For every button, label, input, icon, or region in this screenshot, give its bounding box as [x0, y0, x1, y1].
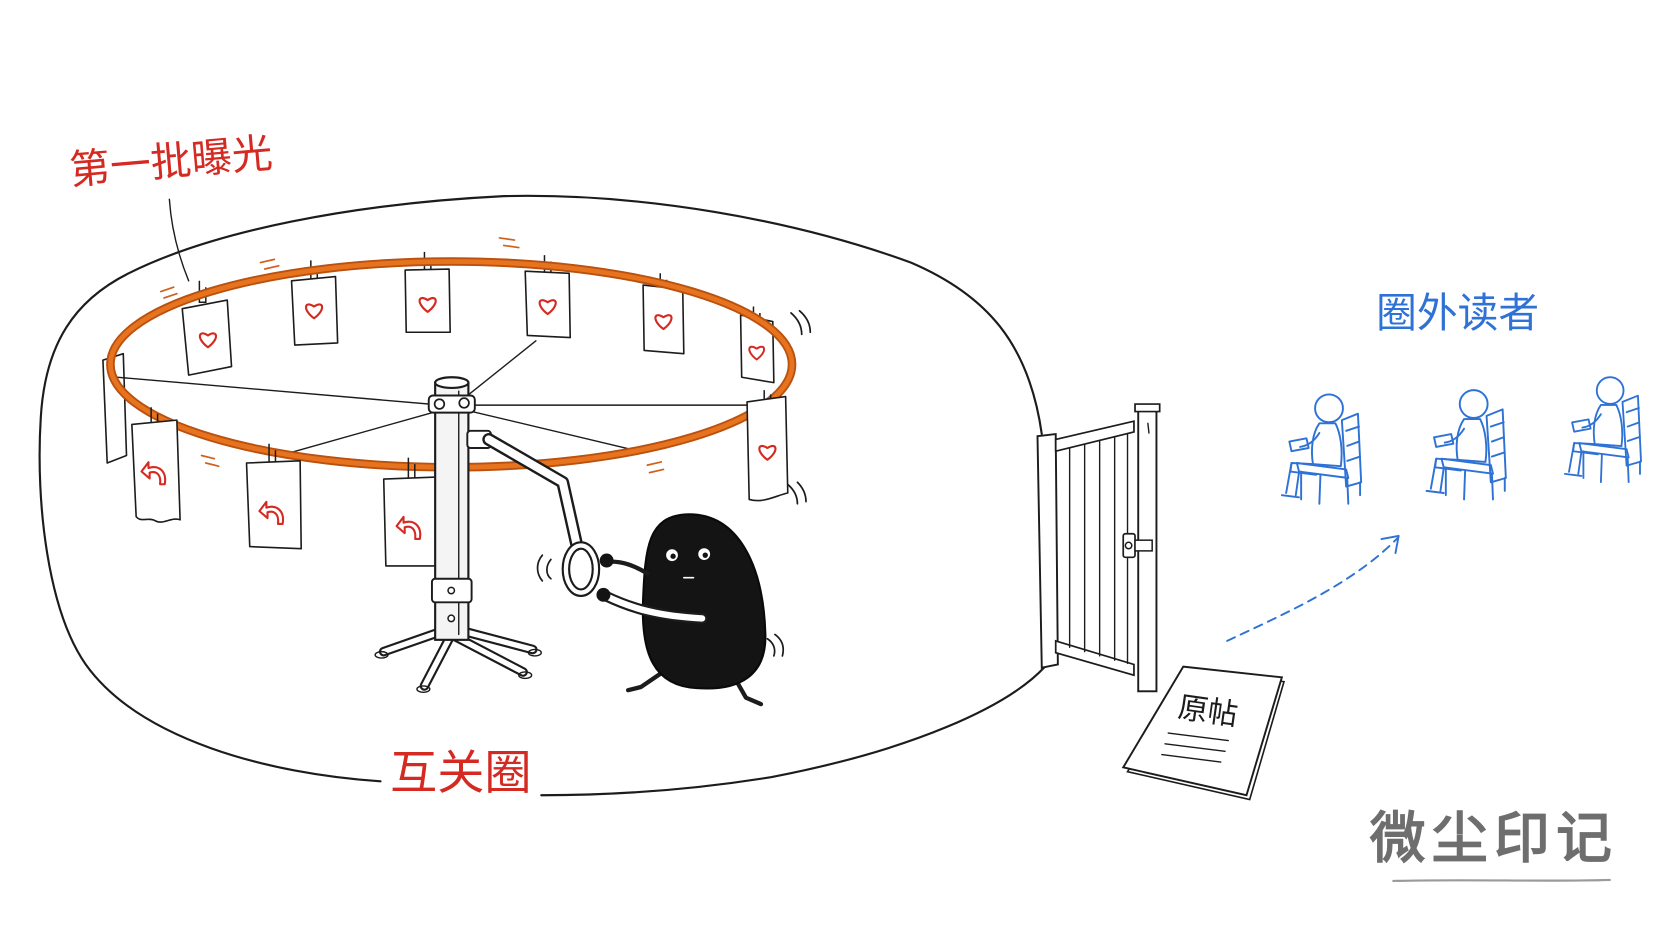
carousel-pole — [374, 376, 542, 694]
crank-handle — [466, 429, 601, 597]
carousel-spokes — [117, 340, 769, 453]
card-left-end — [102, 352, 128, 464]
character-upper-arm — [608, 559, 650, 576]
back-row-cards — [102, 251, 775, 464]
seated-reader-2 — [1425, 389, 1507, 501]
mutual-follow-enclosure — [38, 194, 1047, 797]
seated-reader-1 — [1280, 393, 1363, 505]
card-back-2 — [290, 260, 339, 346]
front-row-cards — [131, 390, 789, 567]
watermark: 微尘印记 — [1369, 806, 1619, 883]
original-post-label: 原帖 — [1176, 690, 1240, 733]
seated-reader-3 — [1563, 376, 1642, 484]
watermark-underline — [1392, 878, 1611, 883]
character-hand — [599, 553, 614, 568]
character-body — [641, 513, 767, 690]
enclosure-outline-bottom — [540, 665, 1047, 797]
first-exposure-leader-line — [168, 198, 190, 282]
card-front-4 — [746, 390, 789, 502]
gate-bottom-rail — [1054, 639, 1135, 677]
original-post-paper: 原帖 — [1121, 665, 1286, 801]
watermark-text: 微尘印记 — [1369, 806, 1619, 871]
motion-marks — [159, 237, 812, 657]
card-front-1 — [131, 407, 181, 523]
enclosure-outline-left-top — [38, 194, 1043, 783]
paper-text-lines — [1161, 732, 1229, 763]
card-front-3 — [382, 457, 442, 567]
first-exposure-label: 第一批曝光 — [67, 129, 274, 195]
mutual-follow-circle-label: 互关圈 — [390, 746, 531, 801]
character-hand — [596, 587, 611, 602]
gate-top-rail — [1054, 420, 1135, 453]
blob-character — [596, 513, 767, 707]
outside-readers-label: 圈外读者 — [1376, 289, 1539, 337]
gate-left-stile — [1036, 432, 1059, 669]
card-front-2 — [245, 443, 302, 550]
character-left-leg — [625, 668, 667, 693]
gate-slats — [1068, 433, 1129, 665]
outside-readers — [1280, 376, 1642, 505]
spread-arrow — [1226, 534, 1400, 642]
open-gate — [1036, 403, 1161, 693]
pole-base — [374, 623, 542, 694]
